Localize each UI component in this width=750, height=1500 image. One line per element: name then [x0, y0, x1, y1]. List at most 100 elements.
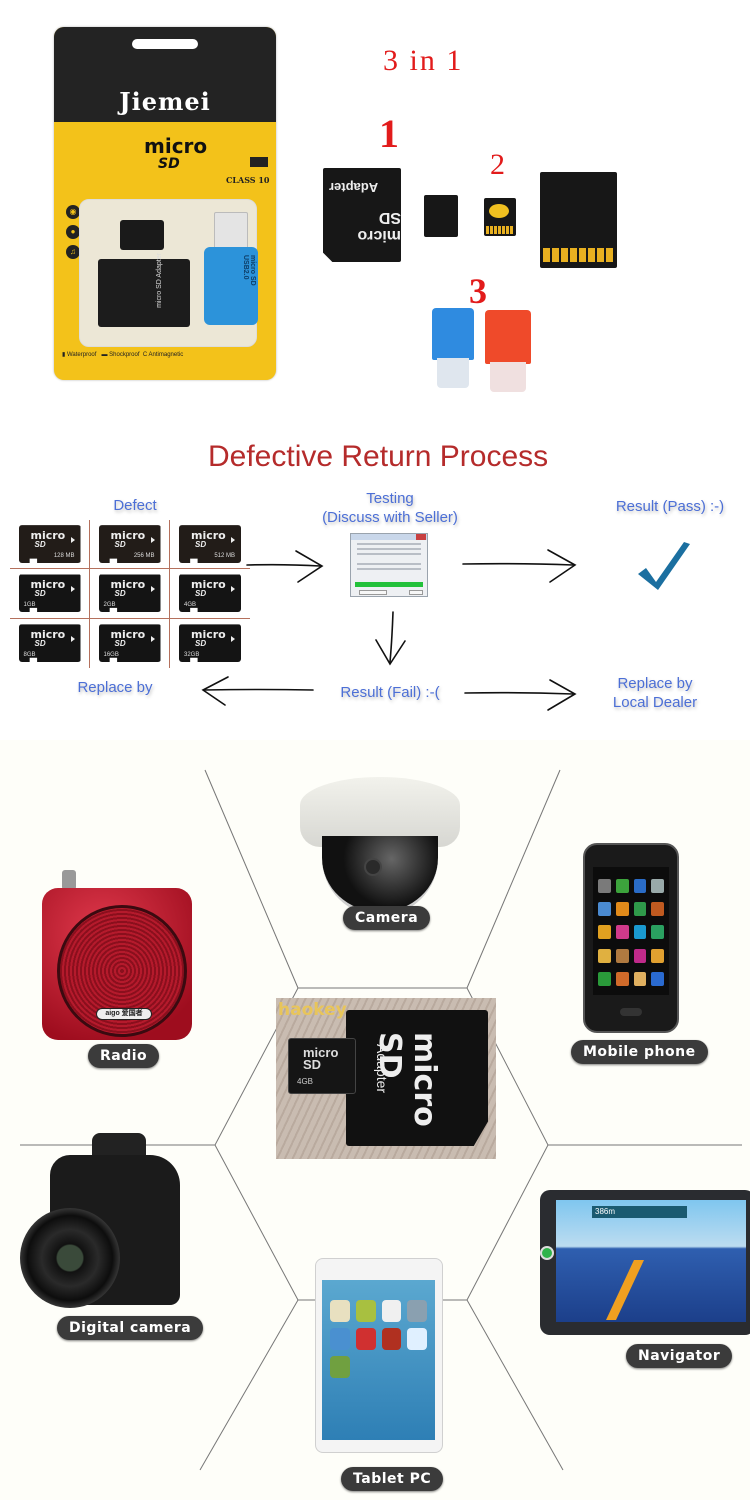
window-text-line — [357, 543, 421, 545]
pass-label: Result (Pass) :-) — [615, 498, 725, 515]
item-number-2: 2 — [490, 148, 505, 181]
card-capacity: 4GB — [184, 602, 197, 609]
arrow-fail-to-local-dealer — [464, 679, 577, 711]
card-pins — [486, 226, 514, 234]
feature-waterproof: Waterproof — [66, 352, 97, 358]
sd-adapter-front: Adapter micro SD — [323, 168, 401, 262]
adapter-sub-text: Adapter — [329, 180, 379, 195]
app-icon — [381, 1300, 402, 1322]
app-icon — [407, 1300, 427, 1322]
card-logo-sd: SD — [34, 589, 46, 599]
usb-card-reader — [204, 247, 258, 325]
app-icon — [615, 971, 629, 986]
app-icon — [615, 902, 629, 917]
window-text-line — [357, 548, 421, 550]
mobile-phone-label: Mobile phone — [571, 1040, 708, 1064]
usb-connector — [214, 212, 248, 252]
app-icon — [355, 1328, 376, 1350]
testing-label: Testing (Discuss with Seller) — [305, 489, 475, 527]
photo-adapter-sub: Adapter — [374, 1044, 390, 1094]
camera-label: Camera — [343, 906, 431, 930]
app-icon — [355, 1300, 376, 1322]
navigator-distance-banner: 386m — [592, 1206, 687, 1218]
camera-lens — [364, 858, 382, 876]
blue-card-reader — [432, 308, 474, 360]
shoe-icon: ▬ — [101, 352, 108, 358]
photo-microsd-card: micro SD 4GB — [288, 1038, 356, 1094]
card-logo: micro — [191, 529, 226, 543]
insert-arrow-icon — [150, 636, 155, 643]
window-titlebar — [351, 534, 427, 540]
sd-adapter-back — [540, 172, 617, 268]
window-button — [359, 590, 387, 595]
item-number-3: 3 — [469, 271, 487, 311]
testing-label-line1: Testing — [366, 490, 414, 507]
local-dealer-line1: Replace by — [617, 675, 693, 692]
app-icon — [598, 971, 611, 986]
card-logo: micro — [191, 628, 226, 642]
microsd-card-front — [424, 195, 458, 237]
app-icon — [330, 1328, 350, 1350]
waterproof-icon: ▮ — [62, 352, 66, 358]
adapter-logo-text: micro SD — [357, 209, 401, 244]
red-card-reader — [485, 310, 531, 364]
app-icon — [615, 948, 629, 963]
replace-by-label: Replace by — [77, 679, 153, 696]
card-logo-sd: SD — [34, 540, 46, 550]
red-reader-plug — [490, 362, 526, 392]
app-icon — [651, 925, 664, 940]
arrow-testing-to-fail — [375, 611, 406, 666]
feature-antimagnetic: Antimagnetic — [148, 352, 184, 358]
card-logo: micro — [30, 578, 66, 592]
phone-screen — [593, 867, 669, 995]
app-icon — [615, 879, 629, 893]
app-icon — [633, 971, 647, 986]
card-logo: micro — [110, 628, 146, 642]
photo-watermark: haokey — [278, 1000, 347, 1020]
app-icon — [615, 925, 629, 940]
app-icon — [633, 879, 647, 893]
card-logo-sd: SD — [34, 639, 46, 649]
tablet-pc-label: Tablet PC — [341, 1467, 444, 1491]
microsd-logo: micro SD — [144, 136, 207, 173]
card-capacity: 128 MB — [53, 553, 75, 560]
card-logo-sd: SD — [114, 540, 126, 550]
hd-badge — [250, 157, 268, 167]
card-logo-sd: SD — [114, 589, 126, 599]
arrow-defect-to-testing — [246, 550, 324, 583]
app-icon — [330, 1356, 350, 1378]
insert-arrow-icon — [231, 586, 235, 593]
window-text-line — [357, 568, 421, 570]
app-icon — [633, 902, 647, 917]
insert-arrow-icon — [70, 537, 75, 544]
arrow-fail-to-replace — [201, 676, 314, 706]
app-icon — [633, 948, 647, 963]
arrow-testing-to-pass — [462, 549, 577, 583]
tablet-screen — [322, 1280, 435, 1440]
photo-card-capacity: 4GB — [297, 1077, 314, 1086]
card-logo: micro — [110, 578, 146, 592]
music-icon: ♫ — [66, 245, 80, 259]
compatible-devices-section: aigo 爱国者 Radio Camera Mobile phone micro… — [0, 740, 750, 1500]
local-dealer-label: Replace by Local Dealer — [590, 674, 720, 712]
hang-hole — [132, 39, 198, 49]
card-logo-sd: SD — [195, 639, 207, 649]
item-number-1: 1 — [379, 111, 399, 156]
card-capacity: 512 MB — [214, 553, 235, 560]
card-capacity: 32GB — [184, 652, 200, 659]
card-logo: micro — [30, 529, 66, 543]
card-capacity: 2GB — [103, 602, 116, 609]
insert-arrow-icon — [70, 636, 75, 643]
defect-label: Defect — [113, 497, 157, 514]
card-capacity: 16GB — [103, 652, 119, 659]
three-in-one-title: 3 in 1 — [383, 44, 464, 77]
insert-arrow-icon — [70, 586, 75, 593]
